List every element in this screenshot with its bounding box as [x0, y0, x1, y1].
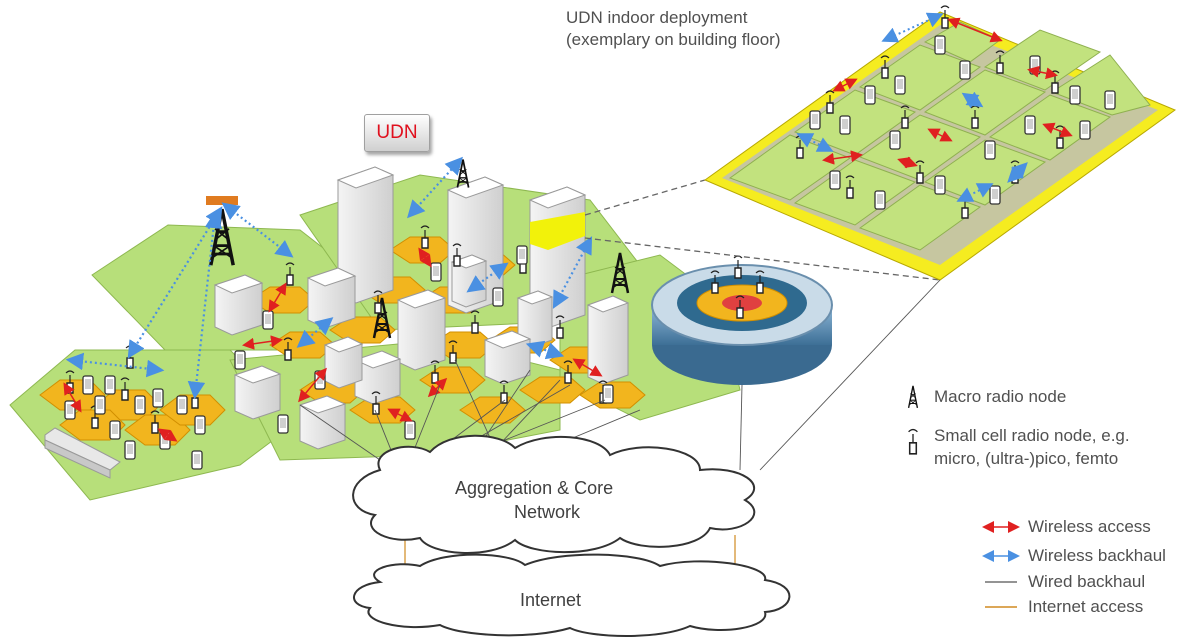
indoor-title-line2: (exemplary on building floor): [566, 30, 781, 49]
small-cell-legend-icon: [907, 428, 919, 455]
macro-towers: [206, 158, 630, 340]
wireless-backhaul-links: [65, 156, 593, 400]
legend-internet-access: Internet access: [1028, 597, 1144, 616]
building-small-8: [298, 395, 347, 450]
building-small-11: [323, 336, 364, 389]
building-small-2: [306, 267, 357, 329]
building-small-1: [213, 274, 264, 336]
legend-wired-backhaul: Wired backhaul: [1028, 572, 1146, 591]
zoom-lines: [584, 179, 941, 281]
internet-label: Internet: [520, 590, 582, 610]
internet-cloud: [353, 553, 791, 637]
udn-badge: UDN: [364, 114, 430, 152]
legend-graphics: [907, 385, 1020, 608]
legend-macro: Macro radio node: [934, 387, 1067, 406]
core-network-label-line1: Aggregation & Core: [455, 478, 614, 498]
macro-legend-icon: [907, 385, 919, 409]
building-small-7: [233, 365, 282, 420]
building-small-10: [483, 330, 532, 385]
stadium: [651, 264, 833, 385]
legend-small-cell-line2: micro, (ultra-)pico, femto: [934, 449, 1119, 468]
wireless-access-links: [63, 247, 603, 442]
indoor-title-line1: UDN indoor deployment: [566, 8, 748, 27]
core-network-cloud: [352, 434, 756, 554]
core-network-label-line2: Network: [514, 502, 581, 522]
building-small-5: [516, 290, 554, 348]
indoor-floor-plan: [703, 5, 1177, 281]
building-long-low: [44, 427, 121, 479]
legend-wireless-backhaul: Wireless backhaul: [1028, 546, 1166, 565]
building-small-9: [353, 350, 402, 405]
building-small-3: [396, 289, 447, 371]
legend-wireless-access: Wireless access: [1028, 517, 1151, 536]
building-tall-left: [336, 166, 395, 304]
legend-small-cell-line1: Small cell radio node, e.g.: [934, 426, 1130, 445]
